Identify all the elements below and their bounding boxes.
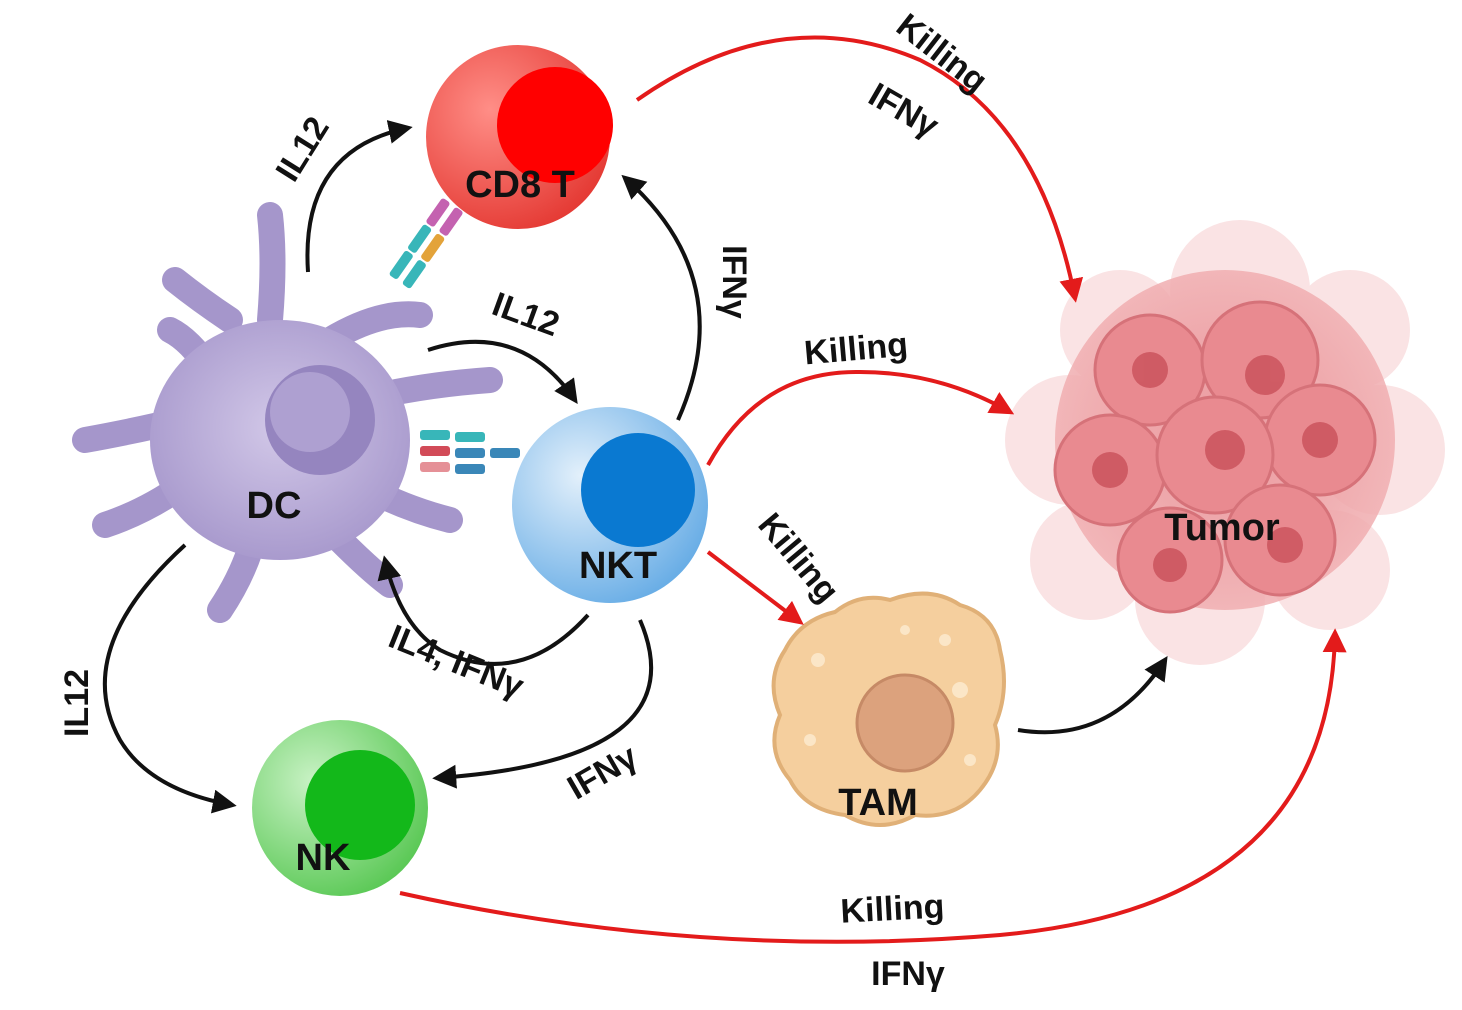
arrow-dc-to-nk bbox=[102, 543, 237, 814]
tumor-cell-cluster bbox=[1005, 220, 1445, 665]
nk-cell bbox=[252, 720, 428, 896]
label-nk-tumor-killing: Killing bbox=[840, 887, 946, 930]
tam-label: TAM bbox=[838, 782, 918, 824]
tam-cell bbox=[771, 591, 1006, 827]
label-nkt-cd8-ifng: IFNγ bbox=[715, 245, 753, 319]
cd8-t-cell bbox=[426, 45, 613, 229]
dendritic-cell bbox=[72, 202, 503, 623]
nkt-cell bbox=[512, 407, 708, 603]
arrow-cd8-to-tumor bbox=[635, 35, 1084, 303]
label-dc-nkt-il12: IL12 bbox=[487, 285, 564, 344]
nkt-label: NKT bbox=[579, 545, 657, 587]
label-nkt-tumor-killing: Killing bbox=[803, 326, 910, 373]
tumor-label: Tumor bbox=[1164, 507, 1280, 549]
dc-nkt-receptor-pair bbox=[420, 430, 520, 474]
arrow-nkt-to-cd8 bbox=[621, 174, 702, 421]
cd8-t-label: CD8 T bbox=[465, 164, 575, 206]
arrow-dc-to-nkt bbox=[427, 339, 578, 404]
dc-label: DC bbox=[247, 485, 302, 527]
dc-cd8-receptor-pair bbox=[389, 198, 463, 289]
arrow-nkt-to-nk bbox=[432, 619, 654, 789]
arrow-nkt-to-tumor bbox=[706, 369, 1015, 466]
arrow-nkt-to-tam bbox=[706, 550, 804, 625]
label-dc-nk-il12: IL12 bbox=[58, 669, 96, 737]
label-nk-tumor-ifng: IFNγ bbox=[871, 955, 945, 993]
arrow-dc-to-cd8 bbox=[305, 120, 413, 273]
arrow-nkt-to-dc bbox=[377, 555, 590, 666]
arrow-nk-to-tumor bbox=[399, 628, 1347, 944]
label-nkt-nk-ifng: IFNγ bbox=[561, 738, 644, 808]
arrow-tam-to-tumor bbox=[1017, 655, 1168, 735]
label-cd8-tumor-ifng: IFNγ bbox=[862, 76, 945, 146]
nk-label: NK bbox=[296, 837, 351, 879]
label-nkt-dc-il4-ifng: IL4, IFNγ bbox=[383, 618, 529, 706]
